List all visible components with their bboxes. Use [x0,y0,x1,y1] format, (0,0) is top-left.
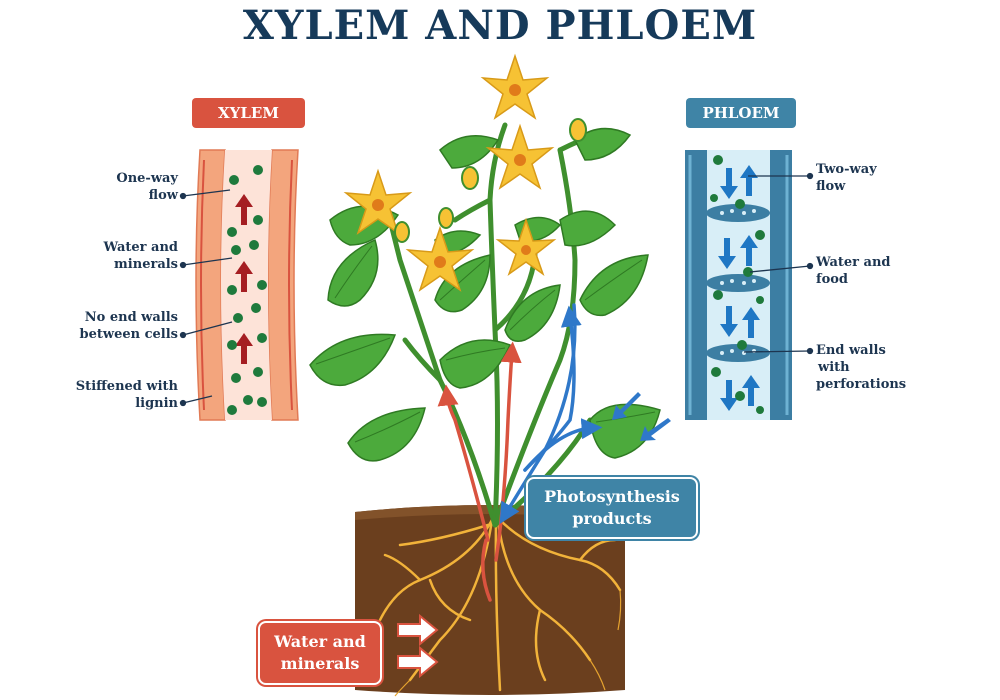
phloem-badge: PHLOEM [686,98,796,128]
flowers [343,53,587,292]
phloem-label-line: Two-way [816,162,877,177]
phloem-label-line: perforations [816,377,907,392]
xylem-label-stiffened: Stiffened with lignin [76,378,178,412]
diagram-title: XYLEM AND PHLOEM [242,2,758,49]
photosynthesis-products-text: Photosynthesis products [544,486,680,530]
phloem-label-line: Water and [816,255,891,270]
xylem-label-line: lignin [135,396,178,411]
water-flow-arrows [437,341,522,602]
xylem-particles [227,165,267,415]
photosynthesis-products-box: Photosynthesis products [526,477,698,539]
xylem-arrows [235,194,253,364]
xylem-label-line: minerals [114,257,178,272]
water-minerals-text: Water and minerals [274,631,366,675]
xylem-label-water-minerals: Water and minerals [103,239,178,273]
xylem-label-line: flow [148,188,178,203]
xylem-label-line: Stiffened with [75,379,178,394]
sunlight-arrows [612,392,671,441]
phloem-sieve-plates [706,204,770,362]
callout-line: minerals [280,654,360,673]
food-flow-arrows [499,303,603,525]
xylem-label-line: between cells [79,327,178,342]
phloem-arrows [718,165,760,411]
xylem-badge: XYLEM [192,98,305,128]
phloem-leader-lines [743,172,814,355]
phloem-label-line: food [816,272,849,287]
callout-line: Photosynthesis [544,487,680,506]
phloem-label-end-walls: End walls with perforations [816,342,906,393]
xylem-label-line: No end walls [84,310,178,325]
phloem-label-line: End walls [816,343,886,358]
xylem-label-one-way-flow: One-way flow [116,170,178,204]
phloem-label-line: with [818,360,850,375]
xylem-leader-lines [179,189,233,407]
stems [382,122,598,528]
callout-line: Water and [274,632,366,651]
xylem-label-no-end-walls: No end walls between cells [80,309,178,343]
input-arrows [397,613,439,679]
xylem-label-line: Water and [103,240,178,255]
xylem-label-line: One-way [116,171,178,186]
phloem-particles [710,155,765,414]
callout-line: products [572,509,652,528]
phloem-label-water-food: Water and food [816,254,891,288]
leaves [309,127,661,462]
phloem-label-line: flow [816,179,846,194]
phloem-label-two-way-flow: Two-way flow [816,161,877,195]
water-minerals-box: Water and minerals [258,621,382,685]
